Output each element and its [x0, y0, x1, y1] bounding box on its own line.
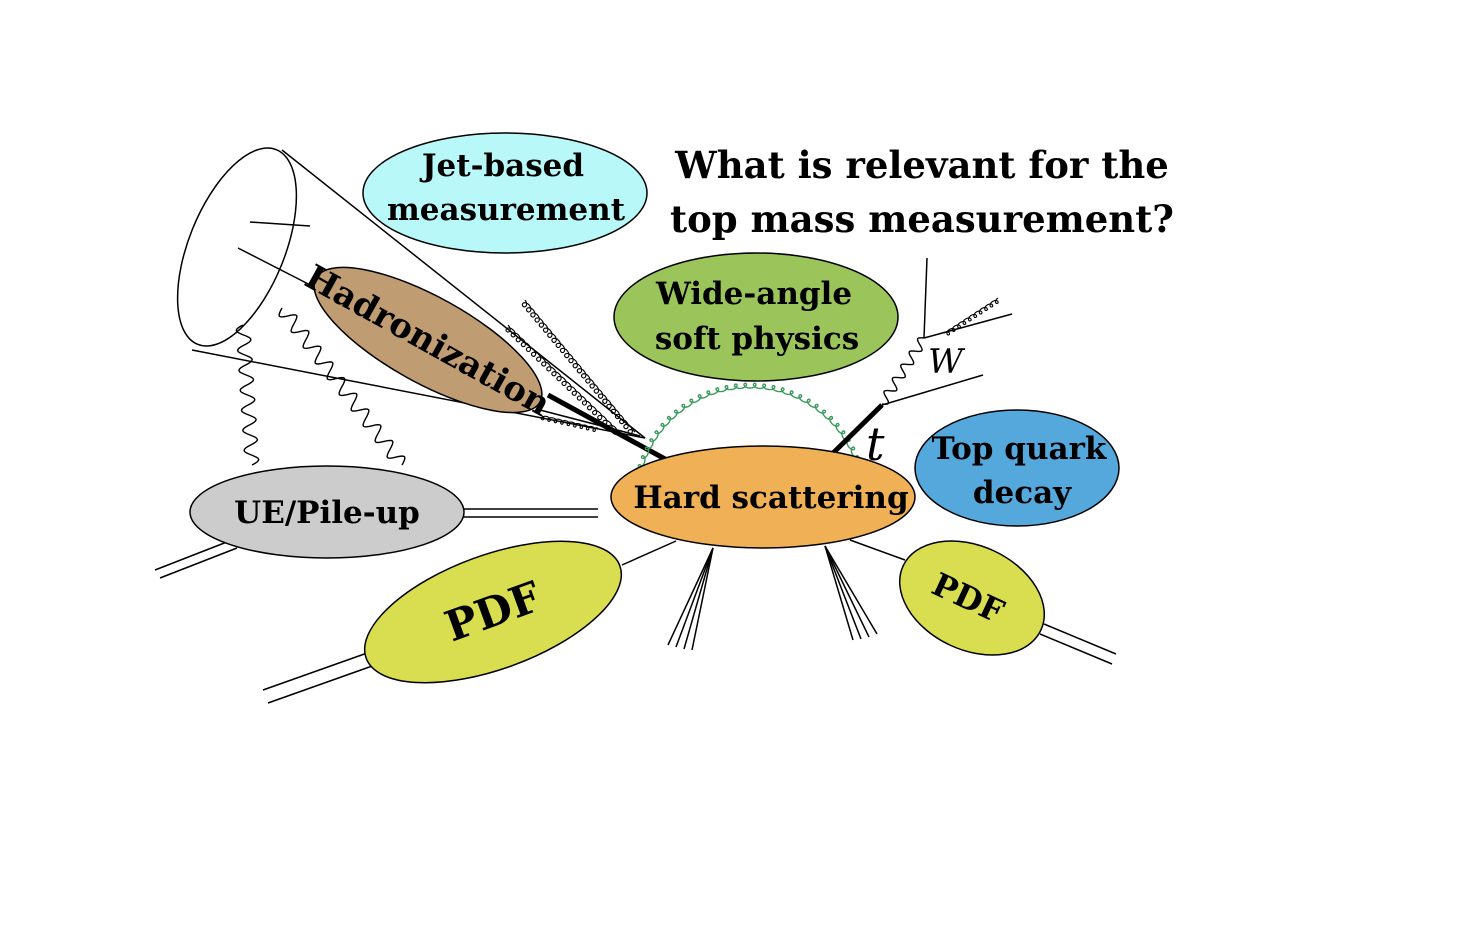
top-decay-node: Top quark decay: [914, 409, 1120, 527]
jet-based-label-2: measurement: [387, 192, 626, 228]
gluon-line: [521, 299, 636, 435]
wavy-line: [235, 324, 260, 466]
jet-quark-line: [546, 392, 678, 468]
pdf-left-node: PDF: [363, 540, 623, 684]
jet-based-blob: [362, 132, 648, 254]
ue-pileup-node: UE/Pile-up: [189, 465, 465, 559]
gluon-line: [943, 297, 999, 336]
w-boson-line: [881, 337, 925, 405]
wide-angle-label-2: soft physics: [655, 321, 859, 357]
hadronization-blob: [313, 266, 543, 414]
wide-angle-blob: [613, 252, 899, 382]
w-boson-symbol: W: [928, 342, 966, 382]
w-decay-line-2: [923, 313, 1013, 339]
wide-angle-node: Wide-angle soft physics: [613, 252, 899, 382]
top-quark-symbol: t: [866, 417, 885, 471]
title-line-2: top mass measurement?: [670, 197, 1174, 241]
hard-scattering-blob: [610, 445, 916, 549]
gluon-line: [539, 414, 599, 432]
hard-scattering-node: Hard scattering: [610, 445, 916, 549]
wide-angle-label-1: Wide-angle: [655, 276, 852, 312]
soft-gluon-arc: [633, 382, 867, 490]
jet-sprays: [667, 545, 878, 651]
w-decay-line-1: [923, 257, 928, 339]
gluon-line: [505, 324, 621, 435]
diagram-title: What is relevant for the top mass measur…: [670, 143, 1174, 241]
pdf-left-blob: [363, 540, 623, 684]
hard-scattering-label: Hard scattering: [633, 480, 908, 516]
top-decay-lines: [826, 257, 1013, 460]
top-decay-label-1: Top quark: [932, 431, 1108, 467]
jet-based-label-1: Jet-based: [419, 148, 584, 184]
top-quark-line: [826, 403, 884, 460]
hadronization-label: Hadronization: [298, 257, 557, 425]
wavy-line: [278, 307, 406, 466]
pdf-right-blob: [898, 540, 1046, 656]
beam-lines: [154, 508, 1117, 704]
ue-pileup-label: UE/Pile-up: [234, 495, 420, 531]
jet-gluons: [505, 299, 636, 435]
jet-based-node: Jet-based measurement: [362, 132, 648, 254]
b-quark-line: [881, 374, 984, 406]
ue-pileup-blob: [189, 465, 465, 559]
top-decay-label-2: decay: [973, 475, 1072, 511]
top-decay-blob: [914, 409, 1120, 527]
pdf-right-node: PDF: [898, 540, 1046, 656]
title-line-1: What is relevant for the: [674, 143, 1169, 187]
